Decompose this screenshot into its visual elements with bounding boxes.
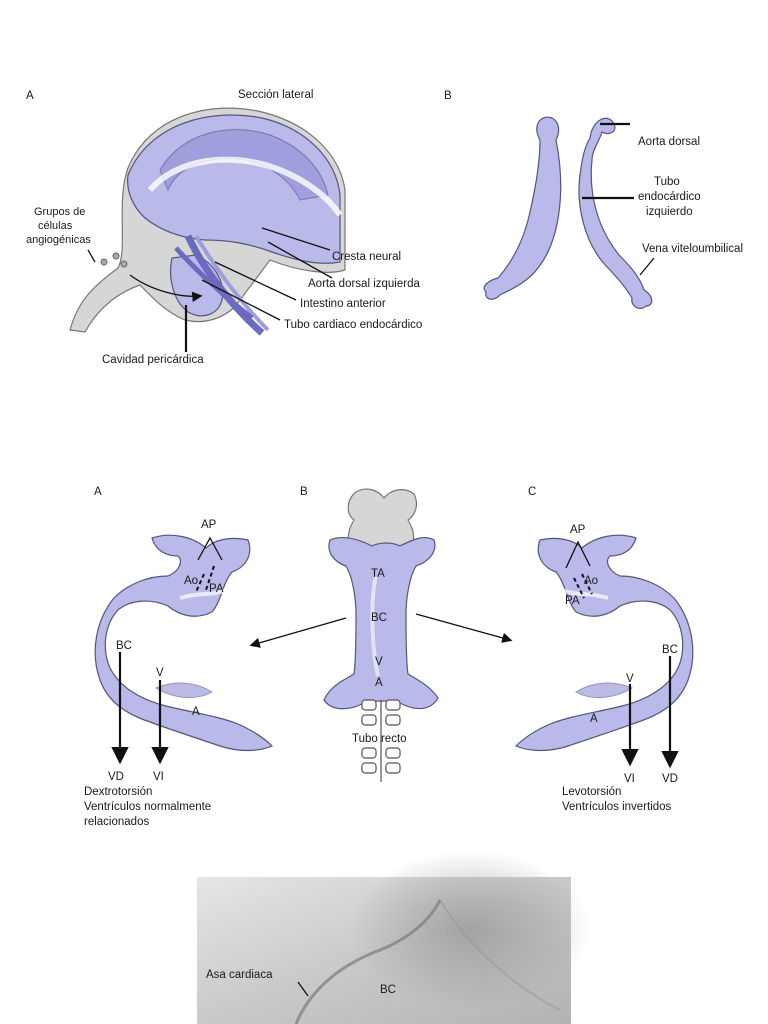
label-a: A: [590, 713, 598, 725]
arrow-to-levo: [415, 613, 513, 643]
panel-letter: A: [94, 486, 102, 498]
label-vd: VD: [662, 773, 678, 785]
top-panel-a: A Sección lateral Grupos de células angi…: [26, 89, 422, 366]
label-pa: PA: [565, 595, 580, 607]
label-angiogenic-2: células: [38, 220, 73, 232]
label-angiogenic-1: Grupos de: [34, 206, 85, 218]
caption-line-1: Levotorsión: [562, 786, 621, 798]
dextro-loop-drawing: [94, 534, 274, 752]
label-endocardial-tube-1: Tubo: [654, 176, 680, 188]
label-cardiac-loop: Asa cardiaca: [206, 969, 273, 981]
label-v: V: [156, 667, 164, 679]
caption-straight-tube: Tubo recto: [352, 733, 407, 745]
label-bc: BC: [371, 612, 387, 624]
caption-line-2: Ventrículos normalmente: [84, 801, 211, 813]
label-left-dorsal-aorta: Aorta dorsal izquierda: [308, 278, 420, 290]
top-panel-b: B Aorta dorsal Tubo endocárdico izquierd…: [444, 90, 743, 310]
middle-panel-b: B TA BC V A Tubo recto: [300, 486, 439, 782]
middle-panel-a: A AP Ao PA BC V A VD VI Dextrotorsión Ve…: [84, 486, 274, 828]
label-foregut: Intestino anterior: [300, 298, 386, 310]
label-a: A: [192, 706, 200, 718]
middle-panel-c: C AP Ao PA BC V A VI VD Levotorsión Vent…: [514, 486, 694, 813]
panel-letter: B: [300, 486, 308, 498]
label-bc: BC: [662, 644, 678, 656]
caption-line-2: Ventrículos invertidos: [562, 801, 672, 813]
radiograph-shadow: [350, 850, 590, 1010]
label-dorsal-aorta: Aorta dorsal: [638, 136, 700, 148]
panel-letter: C: [528, 486, 536, 498]
panel-letter: A: [26, 90, 34, 102]
tube-segments: [361, 699, 401, 782]
label-vd: VD: [108, 771, 124, 783]
label-endocardial-tube-3: izquierdo: [646, 206, 693, 218]
label-ao: Ao: [184, 575, 198, 587]
label-endocardial-tube-2: endocárdico: [638, 191, 701, 203]
bottom-radiograph: Asa cardiaca BC: [197, 850, 590, 1024]
label-ap: AP: [570, 524, 586, 536]
label-neural-crest: Cresta neural: [332, 251, 401, 263]
label-vitelloumbilical-vein: Vena viteloumbilical: [642, 243, 743, 255]
label-v: V: [375, 656, 383, 668]
arrow-to-dextro: [249, 617, 347, 648]
label-ta: TA: [371, 568, 385, 580]
radiograph-loop-contour: [294, 899, 442, 1024]
label-ap: AP: [201, 519, 217, 531]
label-bc: BC: [116, 640, 132, 652]
label-v: V: [626, 673, 634, 685]
label-bc: BC: [380, 984, 396, 996]
label-ao: Ao: [584, 575, 598, 587]
label-vi: VI: [624, 773, 635, 785]
panel-title: Sección lateral: [238, 89, 313, 101]
straight-tube-drawing: [323, 488, 439, 782]
embryo-section-drawing: [69, 107, 346, 336]
label-pericardial-cavity: Cavidad pericárdica: [102, 354, 204, 366]
label-vi: VI: [153, 771, 164, 783]
levo-loop-drawing: [514, 534, 694, 752]
caption-line-3: relacionados: [84, 816, 149, 828]
label-angiogenic-3: angiogénicas: [26, 234, 91, 246]
label-pa: PA: [209, 583, 224, 595]
label-endocardial-tube: Tubo cardiaco endocárdico: [284, 319, 422, 331]
paired-endocardial-tubes-drawing: [483, 116, 653, 310]
caption-line-1: Dextrotorsión: [84, 786, 152, 798]
panel-letter: B: [444, 90, 452, 102]
label-a: A: [375, 677, 383, 689]
